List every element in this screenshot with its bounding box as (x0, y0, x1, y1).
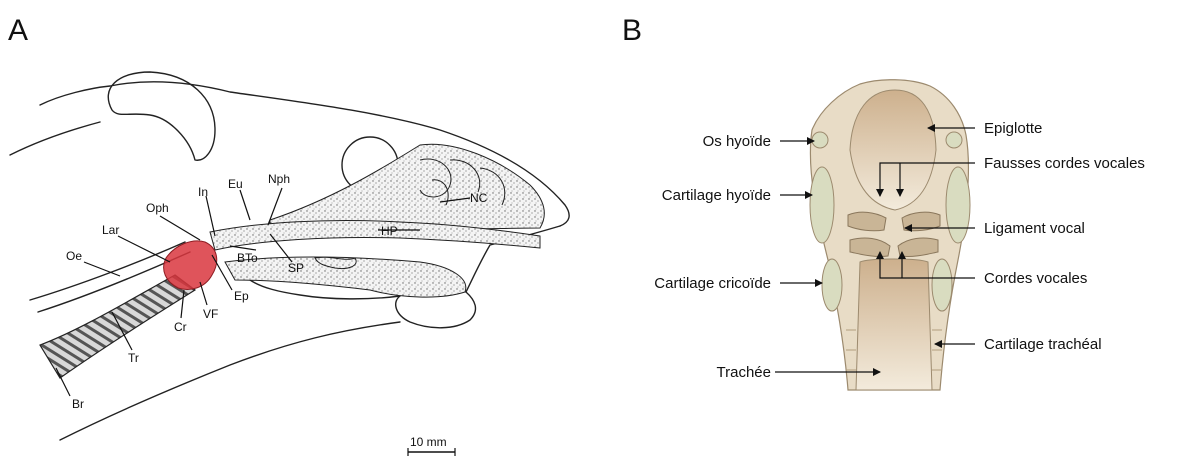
label-fausses-cordes: Fausses cordes vocales (984, 155, 1145, 172)
label-vf: VF (203, 307, 218, 321)
label-oph: Oph (146, 201, 169, 215)
label-hp: HP (381, 224, 398, 238)
label-cartilage-cricoide: Cartilage cricoïde (654, 275, 771, 292)
label-cr: Cr (174, 320, 187, 334)
label-ligament-vocal: Ligament vocal (984, 220, 1085, 237)
label-oe: Oe (66, 249, 82, 263)
label-bto: BTo (237, 251, 258, 265)
oral-cavity (225, 257, 466, 297)
label-cartilage-hyoide: Cartilage hyoïde (662, 187, 771, 204)
label-epiglotte: Epiglotte (984, 120, 1042, 137)
label-cartilage-tracheal: Cartilage trachéal (984, 336, 1102, 353)
label-cordes-vocales: Cordes vocales (984, 270, 1087, 287)
label-lar: Lar (102, 223, 119, 237)
label-sp: SP (288, 261, 304, 275)
rat-head-outline (10, 72, 569, 440)
scale-bar: 10 mm (408, 435, 455, 456)
scale-bar-label: 10 mm (410, 435, 447, 449)
label-tr: Tr (128, 351, 139, 365)
panel-a-letter: A (8, 14, 28, 47)
label-os-hyoide: Os hyoïde (703, 133, 771, 150)
label-nph: Nph (268, 172, 290, 186)
panel-a: A (8, 14, 569, 456)
label-in: In (198, 185, 208, 199)
label-eu: Eu (228, 177, 243, 191)
label-trachee: Trachée (717, 364, 771, 381)
label-nc: NC (470, 191, 488, 205)
panel-b: B (622, 14, 1145, 390)
panel-b-letter: B (622, 14, 642, 47)
label-ep: Ep (234, 289, 249, 303)
label-br: Br (72, 397, 84, 411)
trachea (40, 275, 195, 378)
